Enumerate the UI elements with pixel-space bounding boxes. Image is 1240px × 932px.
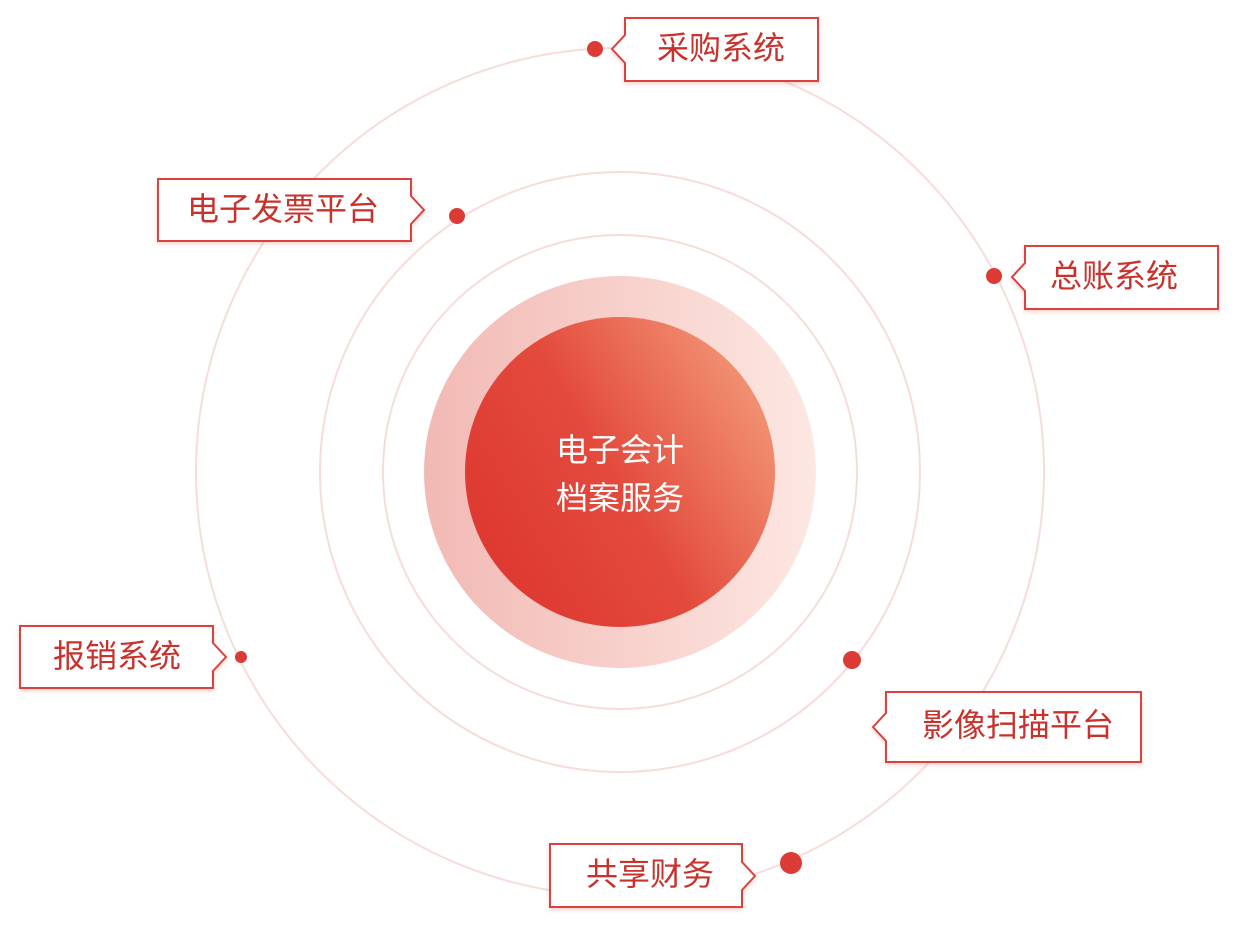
node-label: 影像扫描平台	[922, 706, 1114, 744]
callout-box	[871, 691, 1142, 763]
node-purchase-system[interactable]: 采购系统	[587, 17, 819, 82]
node-label: 共享财务	[586, 855, 714, 893]
center-title-line-1: 电子会计	[556, 431, 684, 469]
node-expense-system[interactable]: 报销系统	[19, 625, 247, 689]
center-title-line-2: 档案服务	[556, 479, 684, 517]
node-label: 总账系统	[1050, 257, 1178, 295]
node-e-invoice-platform[interactable]: 电子发票平台	[157, 178, 465, 242]
node-dot	[780, 852, 802, 874]
node-dot	[986, 268, 1002, 284]
node-label: 电子发票平台	[187, 190, 379, 228]
inner-orbit-ring	[382, 234, 858, 710]
node-general-ledger[interactable]: 总账系统	[986, 245, 1219, 310]
node-shared-finance[interactable]: 共享财务	[549, 843, 802, 908]
callout-box	[157, 178, 426, 242]
node-dot	[587, 41, 603, 57]
center-core	[465, 317, 775, 627]
middle-orbit-ring	[319, 171, 921, 773]
node-dot	[843, 651, 861, 669]
node-dot	[449, 208, 465, 224]
node-dot	[235, 651, 247, 663]
callout-box	[19, 625, 228, 689]
callout-box	[549, 843, 757, 908]
node-label: 报销系统	[53, 637, 181, 675]
node-image-scan-platform[interactable]: 影像扫描平台	[843, 651, 1142, 763]
callout-box	[1010, 245, 1219, 310]
callout-box	[610, 17, 819, 82]
node-label: 采购系统	[657, 29, 785, 67]
